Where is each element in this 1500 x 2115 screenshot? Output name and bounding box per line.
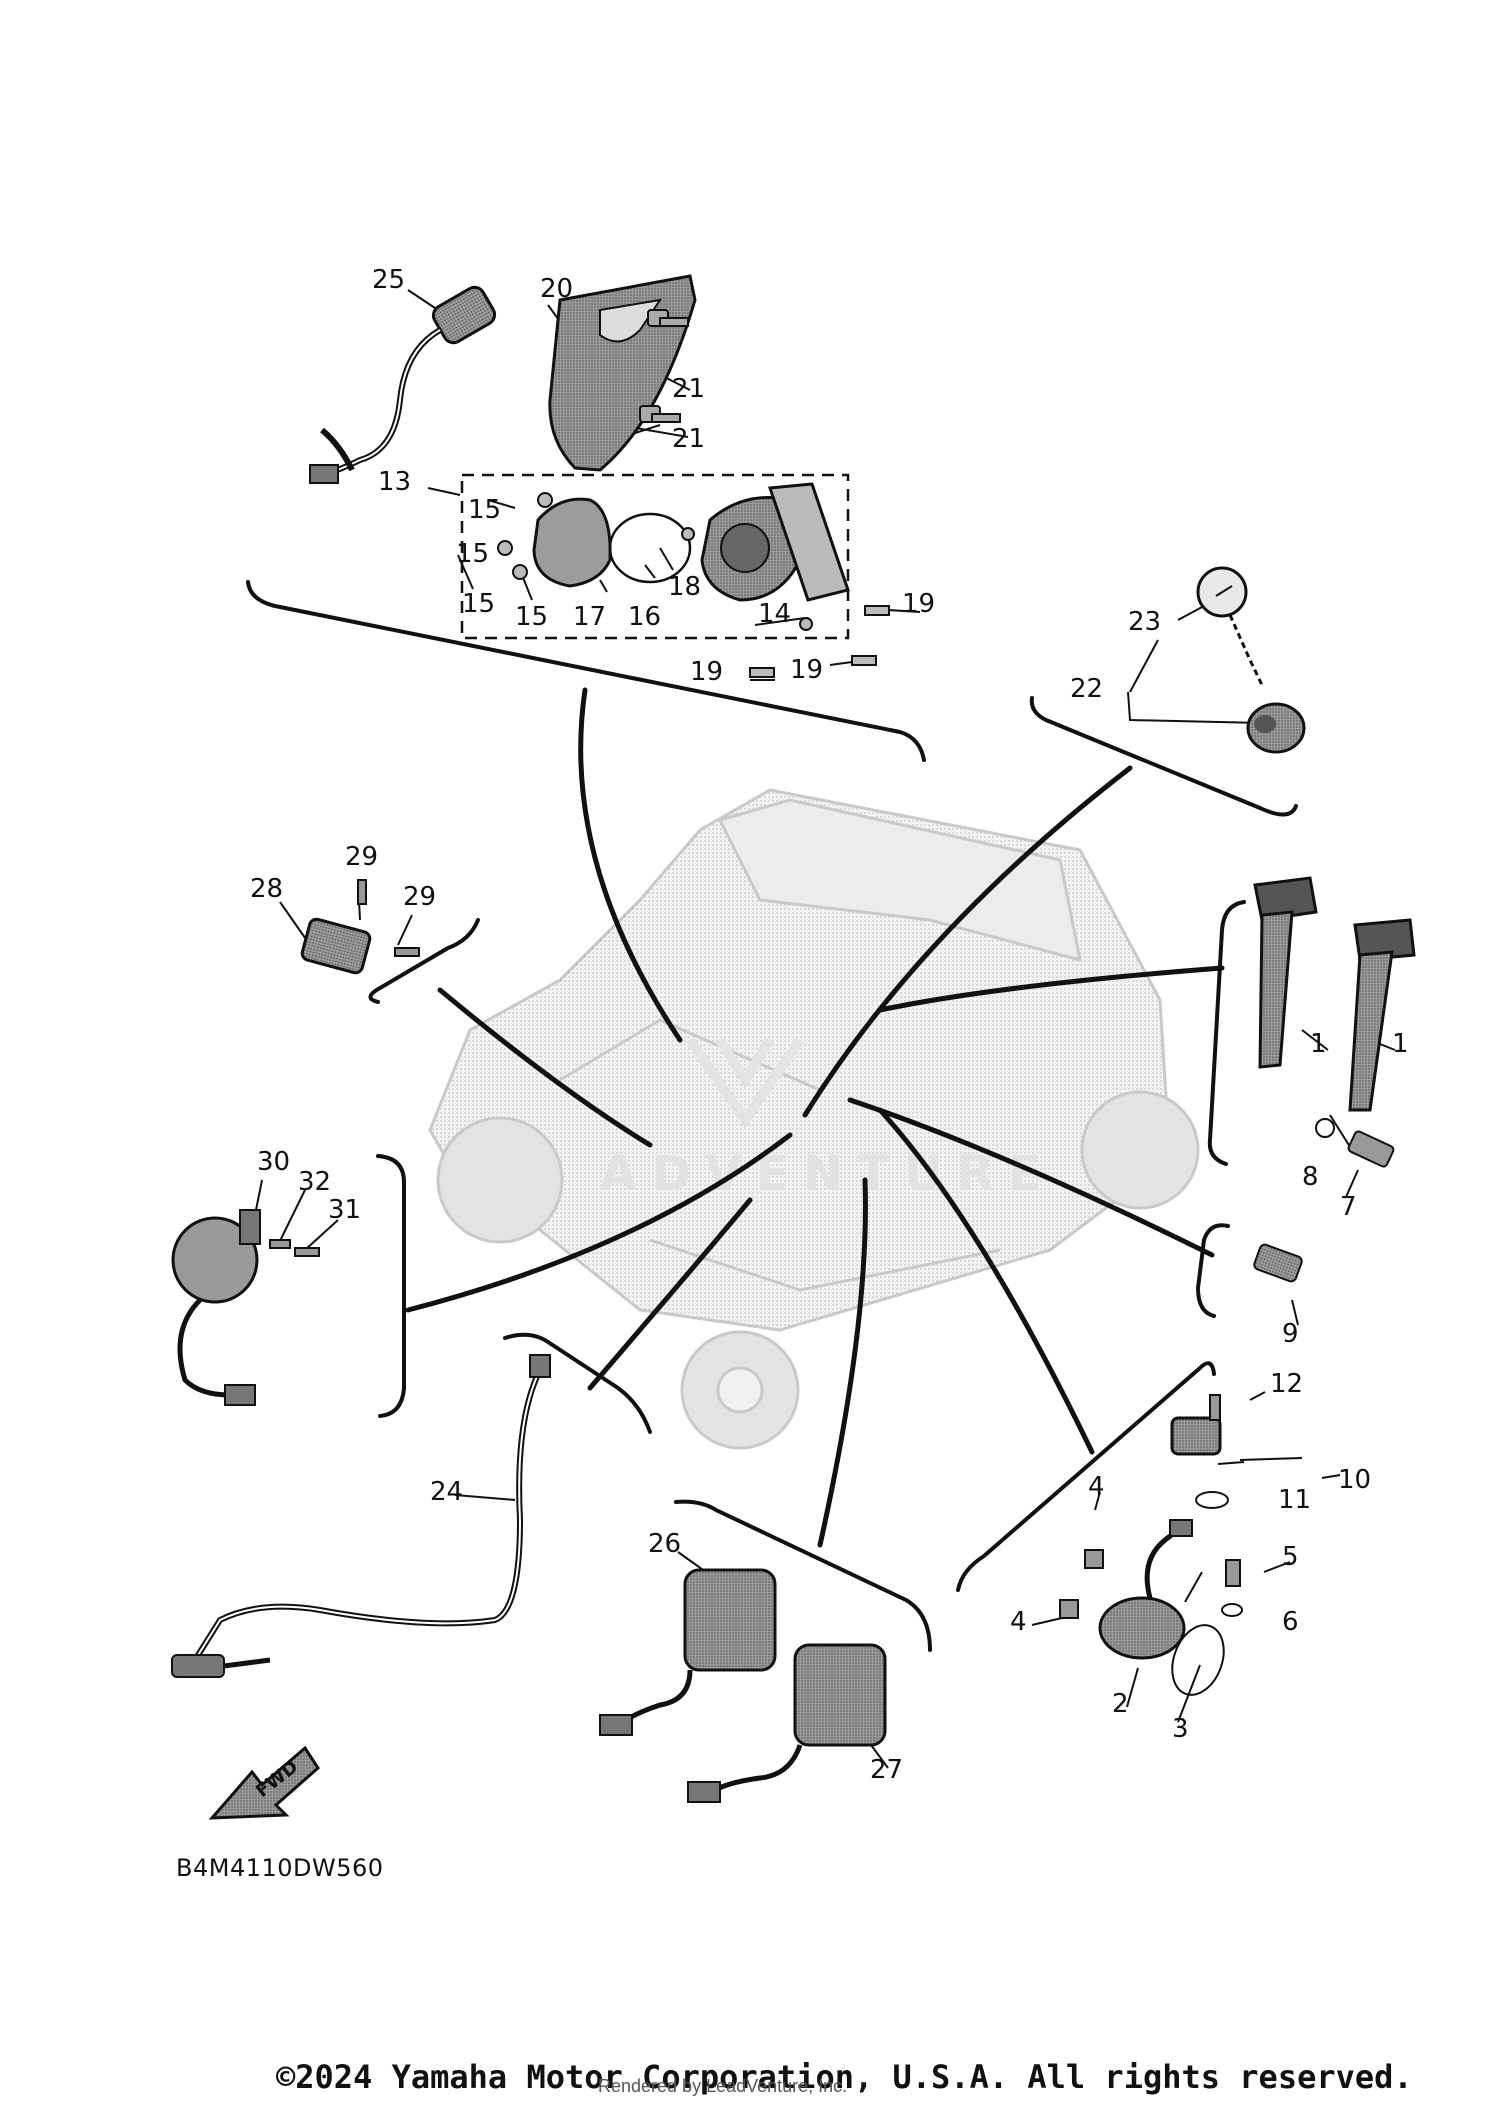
callout-22: 22 — [1070, 674, 1103, 704]
callout-15: 15 — [468, 495, 501, 525]
callout-21: 21 — [672, 424, 705, 454]
leader-horn — [405, 1132, 793, 1313]
callout-9: 9 — [1282, 1319, 1299, 1349]
callout-21: 21 — [672, 374, 705, 404]
part-throttle-body-assembly — [700, 482, 850, 602]
callout-19: 19 — [902, 589, 935, 619]
part-meter-22 — [1246, 702, 1306, 754]
callout-15: 15 — [515, 602, 548, 632]
part-bolts-21 — [639, 309, 689, 423]
bracket-relays — [674, 1499, 932, 1652]
callout-1: 1 — [1392, 1029, 1409, 1059]
leader-o2-sensor — [587, 1197, 753, 1391]
leader-throttle-body — [578, 687, 683, 1043]
callout-29: 29 — [403, 882, 436, 912]
bracket-sensor-28 — [368, 918, 480, 1004]
callout-26: 26 — [648, 1529, 681, 1559]
callout-3: 3 — [1172, 1714, 1189, 1744]
callout-15: 15 — [462, 589, 495, 619]
callout-13: 13 — [378, 467, 411, 497]
leader-pressure-switch — [847, 1097, 1215, 1258]
leader-ignition-coil — [877, 965, 1225, 1013]
callout-4: 4 — [1010, 1607, 1027, 1637]
callout-28: 28 — [250, 874, 283, 904]
callout-24: 24 — [430, 1477, 463, 1507]
callout-14: 14 — [758, 599, 791, 629]
callout-1: 1 — [1310, 1029, 1327, 1059]
bracket-throttle-body — [246, 580, 926, 762]
watermark-logo — [685, 1037, 805, 1129]
callout-25: 25 — [372, 265, 405, 295]
part-crank-sensor-2 — [1059, 1519, 1243, 1696]
bracket-meter — [1029, 696, 1298, 817]
callout-11: 11 — [1278, 1485, 1311, 1515]
callout-19: 19 — [690, 657, 723, 687]
vehicle-ghost — [428, 788, 1200, 1450]
watermark-text: ADVENTURE — [600, 1146, 1055, 1202]
part-sensor-28 — [300, 879, 420, 975]
callout-27: 27 — [870, 1755, 903, 1785]
bracket-ignition-coil — [1207, 900, 1246, 1166]
callout-12: 12 — [1270, 1369, 1303, 1399]
callout-8: 8 — [1302, 1162, 1319, 1192]
callout-31: 31 — [328, 1195, 361, 1225]
copyright-notice: ©2024 Yamaha Motor Corporation, U.S.A. A… — [276, 2058, 1413, 2096]
part-relay-27 — [687, 1643, 887, 1803]
fwd-arrow: FWD — [208, 1745, 320, 1820]
part-screws-15-18-19 — [497, 492, 890, 678]
leader-crank-sensor — [877, 1107, 1095, 1455]
part-gasket-16 — [608, 512, 692, 584]
bracket-horn — [376, 1154, 406, 1418]
callout-30: 30 — [257, 1147, 290, 1177]
callout-29: 29 — [345, 842, 378, 872]
part-horn-30 — [171, 1209, 320, 1406]
callout-5: 5 — [1282, 1542, 1299, 1572]
part-sensor-7-8 — [1315, 1118, 1395, 1168]
callout-2: 2 — [1112, 1689, 1129, 1719]
callout-15: 15 — [456, 539, 489, 569]
part-pressure-switch-9 — [1253, 1243, 1303, 1283]
callout-19: 19 — [790, 655, 823, 685]
part-cable-25 — [309, 285, 497, 484]
callout-4: 4 — [1088, 1472, 1105, 1502]
dashed-group-box-13 — [460, 473, 850, 640]
part-ignition-coil-1a — [1253, 876, 1318, 1069]
callout-6: 6 — [1282, 1607, 1299, 1637]
leader-sensor-28 — [437, 987, 653, 1148]
bracket-crank-sensor — [956, 1361, 1216, 1592]
connector-lines — [405, 687, 1225, 1548]
leader-meter — [802, 765, 1133, 1118]
part-sensor-10 — [1170, 1394, 1229, 1509]
part-ignition-coil-1b — [1348, 918, 1416, 1112]
callout-10: 10 — [1338, 1465, 1371, 1495]
part-o2-sensor-24 — [171, 1354, 551, 1678]
rendered-by-notice: Rendered by LeadVenture, Inc. — [598, 2076, 848, 2096]
bracket-o2-sensor — [503, 1332, 652, 1434]
leader-relays — [817, 1177, 868, 1548]
callout-20: 20 — [540, 274, 573, 304]
callout-23: 23 — [1128, 607, 1161, 637]
callout-16: 16 — [628, 602, 661, 632]
callout-18: 18 — [668, 572, 701, 602]
bracket-pressure-switch — [1195, 1223, 1230, 1318]
callout-7: 7 — [1340, 1192, 1357, 1222]
part-meter-23 — [1196, 566, 1264, 686]
part-cover-17 — [532, 497, 612, 588]
callout-17: 17 — [573, 602, 606, 632]
callout-32: 32 — [298, 1167, 331, 1197]
group-brackets — [246, 580, 1298, 1652]
part-relay-26 — [599, 1568, 777, 1736]
diagram-code: B4M4110DW560 — [176, 1854, 384, 1882]
